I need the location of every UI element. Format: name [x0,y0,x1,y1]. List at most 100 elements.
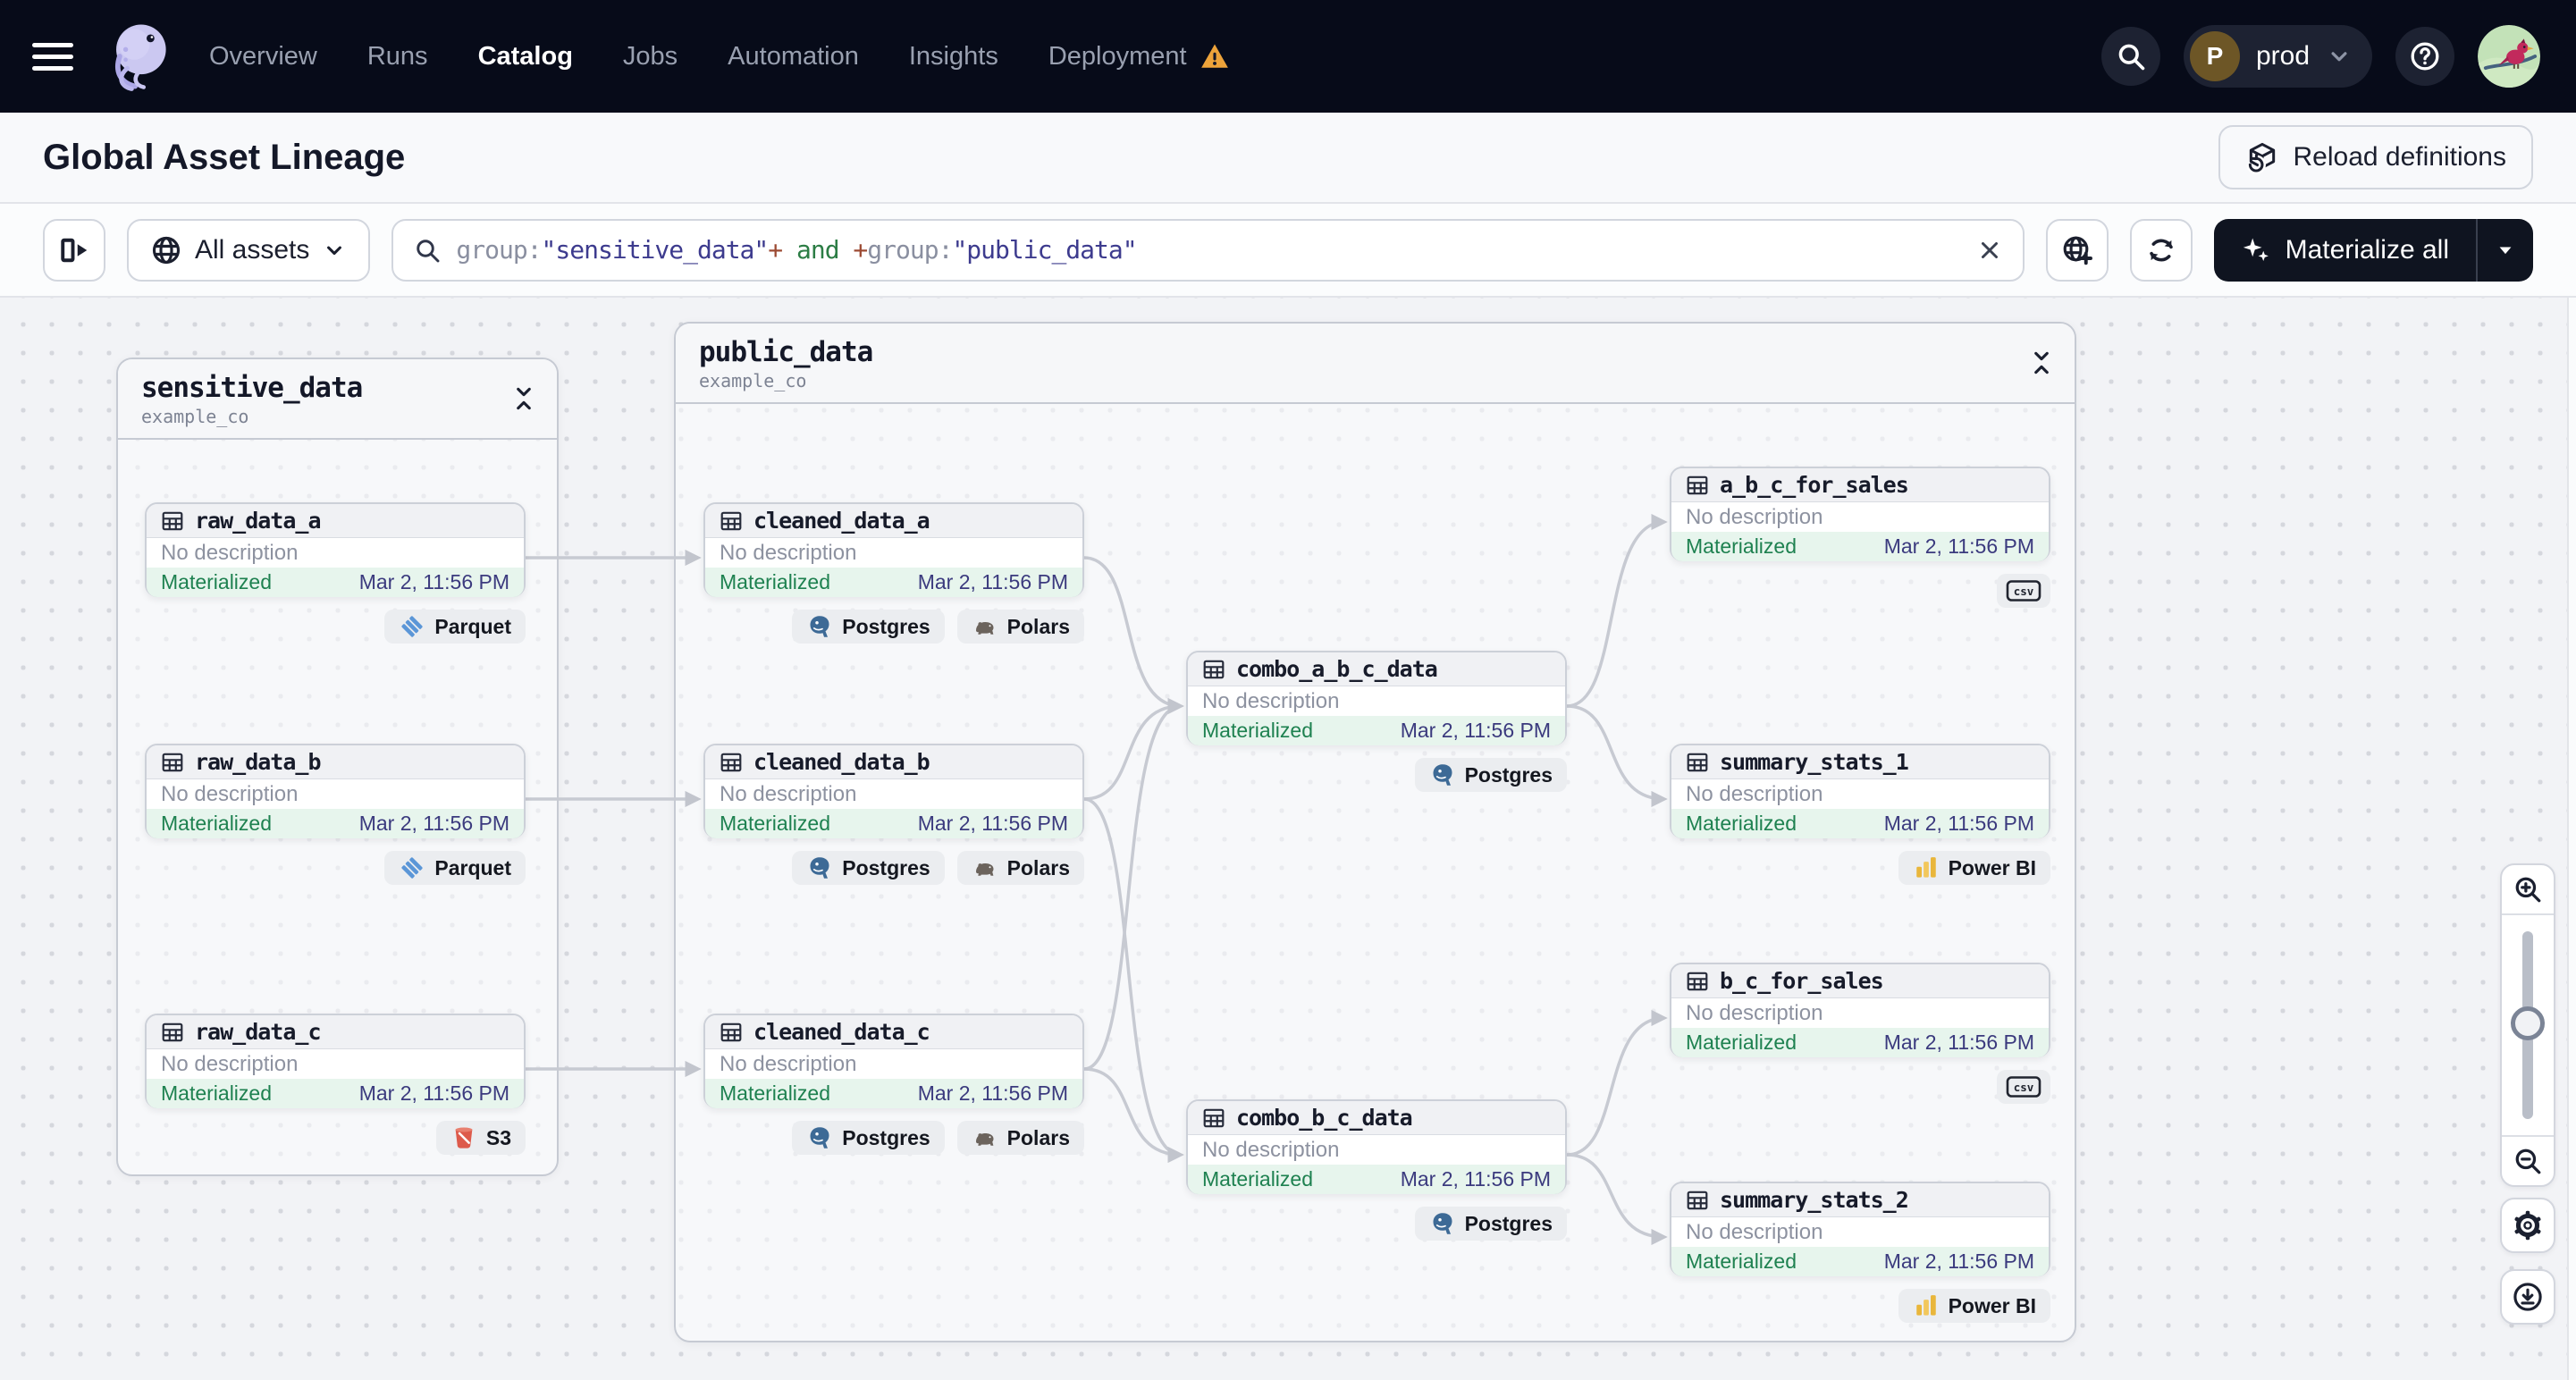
new-scope-button[interactable] [2045,218,2109,282]
asset-node-summary_stats_1[interactable]: summary_stats_1 No description Materiali… [1670,744,2050,838]
asset-status-bar: Materialized Mar 2, 11:56 PM [705,568,1082,597]
zoom-in-button[interactable] [2502,865,2554,915]
zoom-slider[interactable] [2502,915,2554,1135]
scrollbar-gutter[interactable] [2567,298,2576,1380]
asset-scope-dropdown[interactable]: All assets [127,218,371,282]
badge-s3[interactable]: S3 [435,1121,526,1155]
asset-node-a_b_c_for_sales[interactable]: a_b_c_for_sales No description Materiali… [1670,467,2050,561]
asset-node-raw_data_b[interactable]: raw_data_b No description Materialized M… [145,744,526,838]
deployment-switcher[interactable]: P prod [2183,25,2372,88]
zoom-slider-thumb[interactable] [2511,1006,2545,1040]
badge-label: Power BI [1948,855,2036,879]
badge-postgres[interactable]: Postgres [792,1121,945,1155]
badge-parquet[interactable]: Parquet [384,851,526,885]
search-icon[interactable] [2100,27,2160,86]
asset-node-header: summary_stats_2 [1671,1183,2049,1217]
lineage-toolbar: All assets group:"sensitive_data"+ and +… [0,204,2576,298]
asset-description: No description [1686,504,1823,529]
asset-description: No description [720,540,857,565]
asset-name: cleaned_data_a [753,508,930,534]
nav-link-jobs[interactable]: Jobs [623,42,678,72]
asset-filter-input[interactable]: group:"sensitive_data"+ and +group:"publ… [391,218,2025,282]
asset-node-combo_a_b_c_data[interactable]: combo_a_b_c_data No description Material… [1186,651,1567,745]
page-title: Global Asset Lineage [43,137,406,177]
group-header[interactable]: public_data example_co [676,324,2075,404]
badge-row: Parquet [145,851,526,885]
download-image-button[interactable] [2500,1269,2555,1325]
asset-name: summary_stats_2 [1720,1187,1909,1213]
table-icon [1686,751,1709,774]
status-badge: Materialized [720,812,830,835]
asset-node-raw_data_c[interactable]: raw_data_c No description Materialized M… [145,1014,526,1108]
clear-filter-icon[interactable] [1976,237,2003,264]
asset-node-cleaned_data_c[interactable]: cleaned_data_c No description Materializ… [703,1014,1084,1108]
materialization-timestamp: Mar 2, 11:56 PM [917,1081,1068,1105]
materialize-all-button[interactable]: Materialize all [2214,219,2476,282]
dagster-logo[interactable] [97,15,179,97]
query-segment: and [782,235,854,265]
badge-power-bi[interactable]: Power BI [1898,851,2050,885]
group-subtitle: example_co [699,370,807,391]
collapse-group-icon[interactable] [510,385,537,412]
asset-name: cleaned_data_c [753,1019,930,1045]
nav-link-insights[interactable]: Insights [909,42,998,72]
materialize-dropdown-toggle[interactable] [2478,219,2533,282]
menu-icon[interactable] [32,36,73,77]
badge-postgres[interactable]: Postgres [1414,758,1567,792]
nav-link-overview[interactable]: Overview [209,42,317,72]
asset-node-combo_b_c_data[interactable]: combo_b_c_data No description Materializ… [1186,1099,1567,1194]
badge-label: Polars [1006,855,1070,879]
badge-postgres[interactable]: Postgres [1414,1207,1567,1241]
badge-csv[interactable]: csv [1997,574,2050,608]
zoom-out-button[interactable] [2502,1135,2554,1185]
materialize-all-label: Materialize all [2285,234,2449,265]
nav-link-runs[interactable]: Runs [367,42,428,72]
globe-icon [150,234,182,266]
badge-row: Parquet [145,610,526,644]
status-badge: Materialized [161,570,272,593]
badge-polars[interactable]: Polars [956,851,1084,885]
badge-postgres[interactable]: Postgres [792,610,945,644]
reload-definitions-button[interactable]: Reload definitions [2218,125,2533,189]
asset-description: No description [1202,688,1340,713]
asset-name: raw_data_c [195,1019,322,1045]
asset-status-bar: Materialized Mar 2, 11:56 PM [1671,1247,2049,1276]
help-icon[interactable] [2395,27,2454,86]
badge-csv[interactable]: csv [1997,1070,2050,1104]
nav-link-automation[interactable]: Automation [728,42,859,72]
badge-row: Postgres Polars [703,610,1084,644]
nav-right: P prod [2100,25,2540,88]
badge-polars[interactable]: Polars [956,1121,1084,1155]
status-badge: Materialized [1686,812,1797,835]
badge-label: Postgres [1464,1211,1553,1235]
nav-link-catalog[interactable]: Catalog [478,42,573,72]
csv-icon: csv [2006,1074,2041,1099]
s3-icon [450,1124,477,1151]
asset-node-cleaned_data_a[interactable]: cleaned_data_a No description Materializ… [703,502,1084,597]
refresh-button[interactable] [2129,218,2193,282]
nav-link-deployment[interactable]: Deployment [1048,41,1230,72]
badge-polars[interactable]: Polars [956,610,1084,644]
lineage-graph-canvas[interactable]: sensitive_data example_co public_data ex… [0,298,2576,1380]
badge-postgres[interactable]: Postgres [792,851,945,885]
graph-settings-button[interactable] [2500,1198,2555,1253]
asset-node-summary_stats_2[interactable]: summary_stats_2 No description Materiali… [1670,1182,2050,1276]
avatar[interactable] [2478,25,2540,88]
open-panel-button[interactable] [43,218,105,282]
asset-node-raw_data_a[interactable]: raw_data_a No description Materialized M… [145,502,526,597]
asset-node-cleaned_data_b[interactable]: cleaned_data_b No description Materializ… [703,744,1084,838]
svg-text:csv: csv [2014,1081,2034,1094]
polars-icon [972,613,998,640]
collapse-group-icon[interactable] [2028,349,2055,376]
asset-name: b_c_for_sales [1720,968,1884,994]
nav-link-label: Insights [908,41,998,71]
badge-power-bi[interactable]: Power BI [1898,1289,2050,1323]
asset-node-b_c_for_sales[interactable]: b_c_for_sales No description Materialize… [1670,963,2050,1057]
warning-icon [1200,41,1230,72]
divider [2476,218,2478,282]
postgres-icon [806,854,833,881]
badge-label: Postgres [842,614,930,638]
asset-node-header: cleaned_data_b [705,745,1082,779]
group-header[interactable]: sensitive_data example_co [118,359,557,440]
badge-parquet[interactable]: Parquet [384,610,526,644]
